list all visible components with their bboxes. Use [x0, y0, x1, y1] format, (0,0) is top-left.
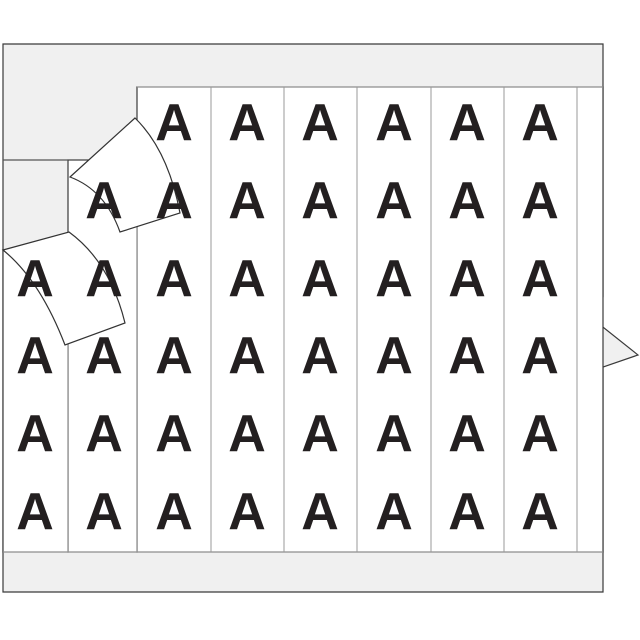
label-character: A	[521, 483, 559, 541]
label-character: A	[448, 405, 486, 463]
label-character: A	[228, 250, 266, 308]
label-character: A	[521, 94, 559, 152]
peeled-label-lower	[1, 231, 126, 346]
label-character: A	[375, 327, 413, 385]
label-character: A	[155, 94, 193, 152]
label-character: A	[228, 94, 266, 152]
label-character: A	[85, 405, 123, 463]
label-character: A	[228, 483, 266, 541]
label-character: A	[155, 405, 193, 463]
label-character: A	[155, 327, 193, 385]
label-character: A	[85, 483, 123, 541]
label-character: A	[448, 327, 486, 385]
label-character: A	[85, 327, 123, 385]
label-character: A	[521, 405, 559, 463]
label-character: A	[375, 250, 413, 308]
label-character: A	[301, 327, 339, 385]
label-character: A	[375, 172, 413, 230]
label-character: A	[521, 172, 559, 230]
label-character: A	[228, 405, 266, 463]
label-character: A	[375, 483, 413, 541]
label-character: A	[301, 172, 339, 230]
label-character: A	[375, 405, 413, 463]
label-character: A	[16, 483, 54, 541]
label-character: A	[375, 94, 413, 152]
label-character: A	[228, 327, 266, 385]
label-character: A	[521, 250, 559, 308]
label-character: A	[448, 483, 486, 541]
peeled-label-upper	[68, 117, 181, 233]
label-character: A	[155, 172, 193, 230]
label-character: A	[16, 327, 54, 385]
label-character: A	[155, 483, 193, 541]
label-character: A	[228, 172, 266, 230]
label-character: A	[521, 327, 559, 385]
label-character: A	[301, 405, 339, 463]
label-character: A	[85, 250, 123, 308]
label-character: A	[16, 405, 54, 463]
label-character: A	[301, 94, 339, 152]
label-character: A	[16, 250, 54, 308]
label-character: A	[448, 250, 486, 308]
label-character: A	[448, 94, 486, 152]
label-character: A	[85, 172, 123, 230]
label-character: A	[301, 250, 339, 308]
label-character: A	[448, 172, 486, 230]
label-character: A	[301, 483, 339, 541]
label-character: A	[155, 250, 193, 308]
label-strip-area	[136, 86, 604, 553]
